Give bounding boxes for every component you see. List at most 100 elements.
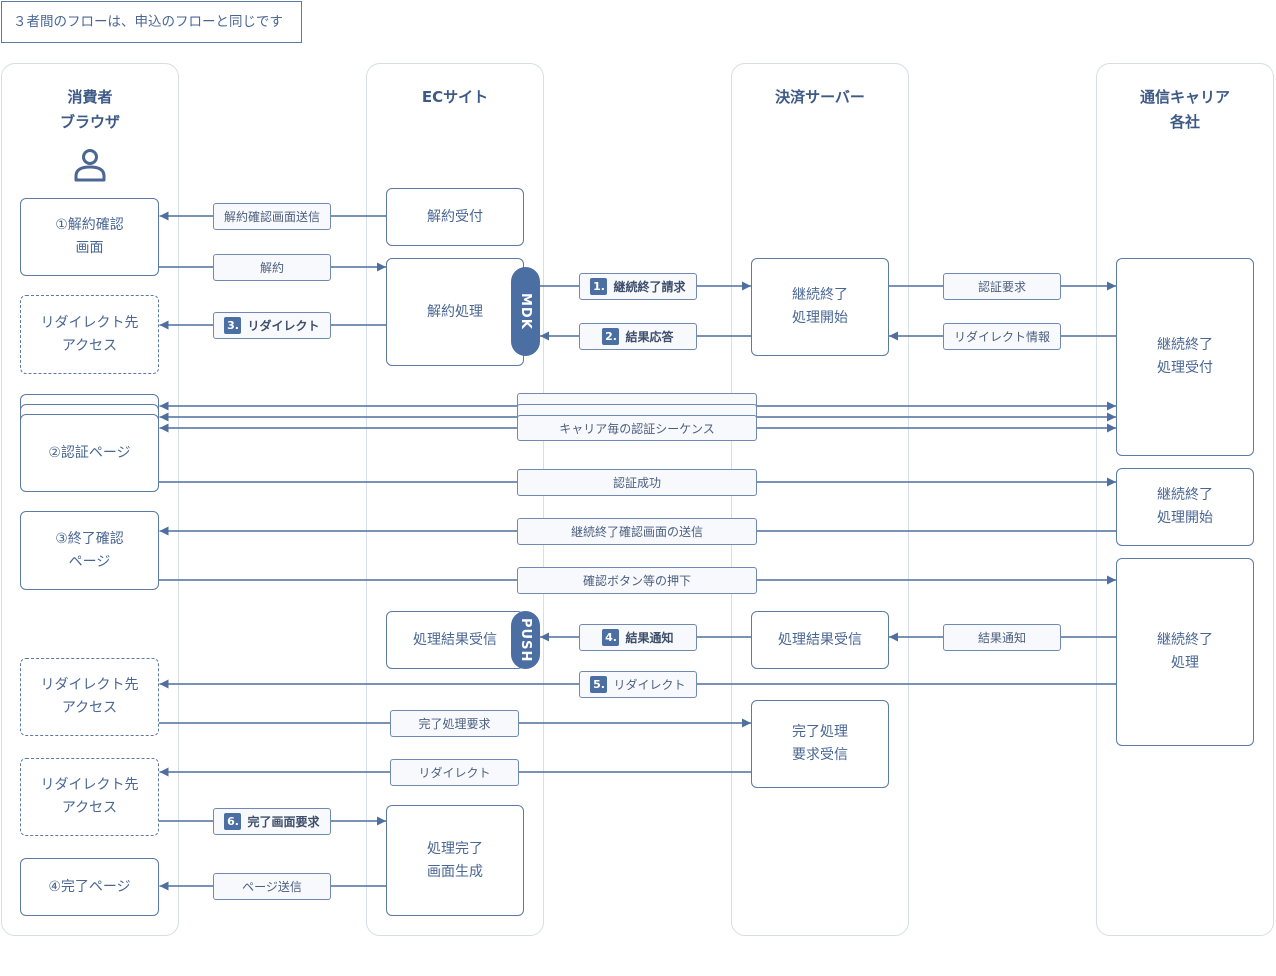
message-label: 解約確認画面送信 [223,210,320,224]
message-confirm-button-press: 確認ボタン等の押下 [517,567,757,594]
lane-title-line: 決済サーバー [775,88,865,106]
box-label-line: 処理開始 [792,310,848,326]
message-auth-success: 認証成功 [517,469,757,496]
box-label-line: ④完了ページ [48,878,131,895]
message-label: 認証成功 [612,476,661,490]
lane-title-line: 消費者 [67,88,113,106]
redirect-access-box: リダイレクト先 アクセス [20,295,159,374]
message-auth-request: 認証要求 [943,273,1061,300]
box-label-line: 解約受付 [427,208,483,225]
box-label-line: 処理開始 [1157,510,1213,526]
message-label: リダイレクト [247,319,320,333]
complete-screen-generate-box: 処理完了 画面生成 [386,805,524,916]
lane-title: 決済サーバー [732,85,908,110]
box-label-line: 処理 [1171,655,1199,671]
carrier-process-box: 継続終了 処理 [1116,558,1254,746]
carrier-process-start-box: 継続終了 処理開始 [1116,468,1254,546]
box-label-line: 解約処理 [427,303,483,320]
box-label-line: ①解約確認 [55,217,124,233]
message-end-confirm-screen-send: 継続終了確認画面の送信 [517,518,757,545]
lane-title-line: 各社 [1169,113,1200,131]
end-confirm-page-box: ③終了確認 ページ [20,511,159,590]
mdk-badge: MDK [511,267,540,356]
server-result-receive-box: 処理結果受信 [751,611,889,669]
cancel-confirm-screen-box: ①解約確認 画面 [20,198,159,276]
message-redirect-complete: リダイレクト [390,759,519,786]
cancel-receive-box: 解約受付 [386,188,524,246]
box-label-line: 画面生成 [427,863,483,880]
cancel-process-box: 解約処理 [386,258,524,366]
complete-request-receive-box: 完了処理 要求受信 [751,700,889,788]
person-icon-head [82,149,98,165]
message-label: 結果通知 [977,631,1026,645]
message-label: 継続終了請求 [613,280,686,294]
message-cancel-request: 解約 [213,254,331,281]
message-label: 確認ボタン等の押下 [582,574,691,588]
box-label-line: 継続終了 [792,287,848,303]
lane-title-line: 通信キャリア [1139,88,1230,106]
lane-title: 消費者 ブラウザ [2,85,178,135]
box-label-line: アクセス [61,700,118,716]
box-label-line: 処理結果受信 [778,631,862,648]
server-process-start-box: 継続終了 処理開始 [751,258,889,356]
lane-title: 通信キャリア 各社 [1097,85,1273,135]
box-label-line: 画面 [75,240,104,256]
step-badge: 3. [224,317,242,334]
step-badge: 1. [590,278,608,295]
box-label-line: リダイレクト先 [40,314,139,331]
box-label-line: 処理受付 [1157,360,1213,376]
person-icon [74,149,106,182]
message-label: 認証要求 [977,280,1026,294]
message-redirect-5: 5. リダイレクト [579,671,697,698]
lane-title: ECサイト [367,85,543,110]
message-label: 継続終了確認画面の送信 [570,525,703,539]
mdk-label: MDK [518,293,533,330]
box-label-line: 継続終了 [1157,632,1213,648]
person-icon-body [74,165,106,182]
message-result-response: 2. 結果応答 [579,323,697,350]
message-complete-screen-request: 6. 完了画面要求 [213,808,331,835]
box-label-line: 継続終了 [1157,337,1213,353]
message-redirect-3: 3. リダイレクト [213,312,331,339]
box-label-line: ②認証ページ [48,444,131,461]
box-label-line: リダイレクト先 [40,677,139,693]
box-label-line: ③終了確認 [55,530,124,547]
message-carrier-result-notification: 結果通知 [943,624,1061,651]
message-label: リダイレクト [418,766,491,780]
box-label-line: リダイレクト先 [40,777,139,793]
step-badge: 5. [590,676,608,693]
box-label-line: 継続終了 [1157,487,1213,503]
lane-title-line: ECサイト [421,88,489,106]
message-page-send: ページ送信 [213,873,331,900]
message-continuation-end-request: 1. 継続終了請求 [579,273,697,300]
box-label-line: ページ [68,553,111,570]
step-badge: 4. [602,629,620,646]
message-label: ページ送信 [242,880,302,894]
complete-page-box: ④完了ページ [20,858,159,916]
box-label-line: アクセス [61,337,118,354]
auth-page-box: ②認証ページ [20,414,159,492]
box-label-line: 完了処理 [792,724,848,740]
message-label: リダイレクト [613,678,686,692]
box-label-line: 処理完了 [427,840,483,857]
message-redirect-info: リダイレクト情報 [943,323,1061,350]
box-label-line: アクセス [61,800,118,816]
step-badge: 6. [224,813,242,830]
flow-note: ３者間のフローは、申込のフローと同じです [1,1,302,43]
step-badge: 2. [602,328,620,345]
message-result-notification: 4. 結果通知 [579,624,697,651]
lane-title-line: ブラウザ [59,113,120,131]
message-label: 結果通知 [625,631,674,645]
message-label: リダイレクト情報 [953,330,1050,344]
box-label-line: 処理結果受信 [413,631,497,648]
ec-result-receive-box: 処理結果受信 [386,611,524,669]
message-carrier-auth-sequence: キャリア毎の認証シーケンス [517,415,757,441]
box-label-line: 要求受信 [792,747,848,763]
message-label: 完了処理要求 [418,717,491,731]
redirect-access-box: リダイレクト先 アクセス [20,758,159,836]
message-label: 解約 [259,261,284,275]
lane-payment-server: 決済サーバー [731,63,909,936]
message-complete-process-request: 完了処理要求 [390,710,519,737]
push-label: PUSH [518,617,533,663]
